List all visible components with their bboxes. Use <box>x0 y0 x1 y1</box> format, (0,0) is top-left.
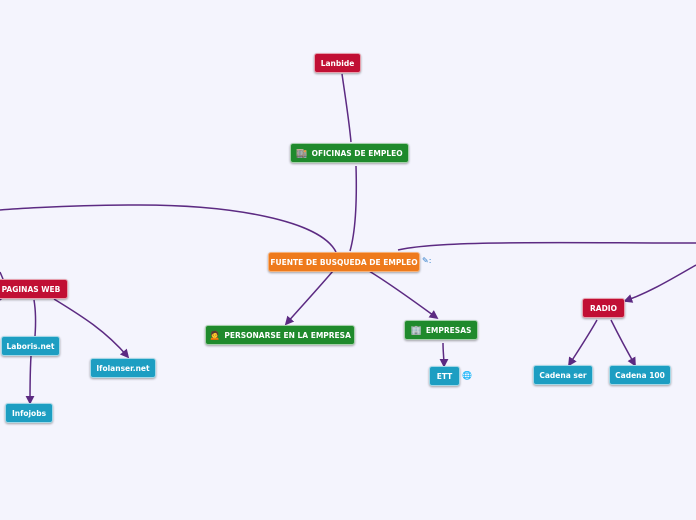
node-radio[interactable]: RADIO <box>582 298 625 318</box>
node-infojobs[interactable]: Infojobs <box>5 403 53 423</box>
node-label: Cadena 100 <box>615 371 665 380</box>
globe-link-icon[interactable]: 🌐 <box>462 371 472 380</box>
node-personarse-en-la-empresa[interactable]: 🙍PERSONARSE EN LA EMPRESA <box>205 325 355 345</box>
node-laboris-net[interactable]: Laboris.net <box>1 336 60 356</box>
node-ett[interactable]: ETT <box>429 366 460 386</box>
node-cadena-100[interactable]: Cadena 100 <box>609 365 671 385</box>
link-oficinas-lanbide <box>341 73 352 143</box>
link-radio-cadena100 <box>610 319 636 367</box>
link-paginas-laboris <box>33 299 37 337</box>
link-center-oficinas <box>349 165 358 252</box>
link-center-personarse <box>284 270 334 326</box>
link-center-empresas <box>368 270 439 320</box>
office-building-icon: 🏢 <box>410 326 422 336</box>
node-fuente-de-busqueda-de-empleo[interactable]: FUENTE DE BUSQUEDA DE EMPLEO <box>268 252 420 272</box>
link-radio-cadenaser <box>568 319 598 367</box>
node-label: ETT <box>436 372 453 381</box>
node-cadena-ser[interactable]: Cadena ser <box>533 365 593 385</box>
link-left-paginas <box>0 271 4 280</box>
link-right-radio <box>623 264 696 303</box>
node-label: Lanbide <box>320 59 355 68</box>
link-empresas-ett <box>439 342 449 368</box>
link-laboris-infojobs <box>25 355 35 405</box>
person-icon: 🙍 <box>209 331 221 341</box>
building-icon: 🏬 <box>296 149 308 159</box>
node-label: RADIO <box>590 304 617 313</box>
node-label: Ifolanser.net <box>96 364 150 373</box>
link-center-paginas <box>0 204 337 253</box>
node-label: EMPRESAS <box>425 326 472 335</box>
link-center-right <box>397 241 696 251</box>
node-oficinas-de-empleo[interactable]: 🏬OFICINAS DE EMPLEO <box>290 143 409 163</box>
node-label: OFICINAS DE EMPLEO <box>311 149 403 158</box>
node-ifolanser-net[interactable]: Ifolanser.net <box>90 358 156 378</box>
node-label: Cadena ser <box>539 371 587 380</box>
link-paginas-ifolanser <box>53 298 130 359</box>
node-label: PAGINAS WEB <box>1 285 61 294</box>
note-icon[interactable]: ✎: <box>422 256 432 265</box>
node-label: Laboris.net <box>6 342 55 351</box>
node-paginas-web[interactable]: PAGINAS WEB <box>0 279 68 299</box>
node-label: PERSONARSE EN LA EMPRESA <box>224 331 351 340</box>
node-label: Infojobs <box>11 409 47 418</box>
node-lanbide[interactable]: Lanbide <box>314 53 361 73</box>
node-label: FUENTE DE BUSQUEDA DE EMPLEO <box>270 258 418 267</box>
node-empresas[interactable]: 🏢EMPRESAS <box>404 320 478 340</box>
